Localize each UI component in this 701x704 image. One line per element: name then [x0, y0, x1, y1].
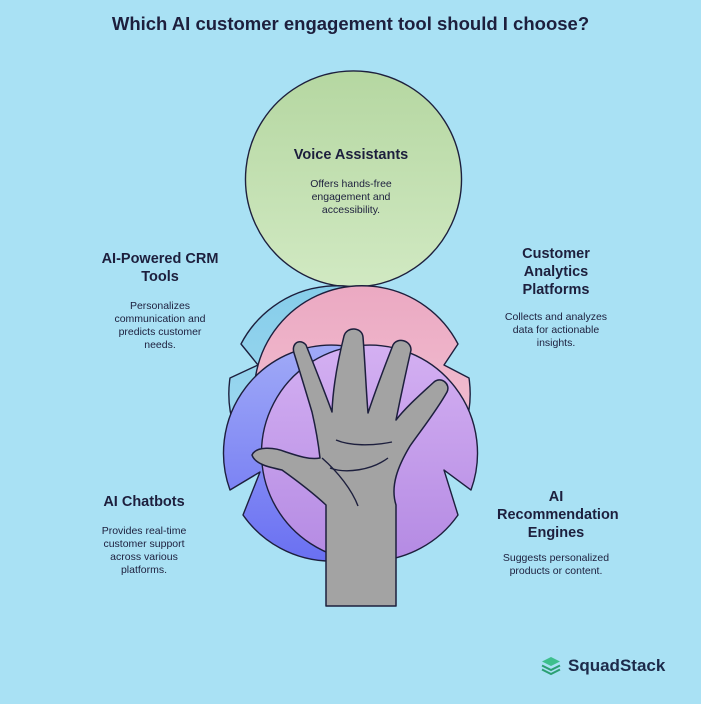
ai-chatbots-heading: AI Chatbots	[103, 494, 185, 510]
bubble-voice-assistants	[244, 70, 463, 312]
ai-powered-crm-text: AI-Powered CRM Tools Personalizes commun…	[78, 250, 242, 352]
ai-recommendation-text: AI Recommendation Engines Suggests perso…	[478, 488, 634, 578]
hand-icon	[251, 328, 449, 607]
customer-analytics-text: Customer Analytics Platforms Collects an…	[478, 245, 634, 350]
ai-recommendation-description: Suggests personalized products or conten…	[502, 552, 610, 577]
ai-chatbots-description: Provides real-time customer support acro…	[101, 525, 187, 576]
ai-chatbots-text: AI Chatbots Provides real-time customer …	[62, 493, 226, 577]
ai-powered-crm-heading: AI-Powered CRM Tools	[101, 251, 219, 285]
ai-powered-crm-description: Personalizes communication and predicts …	[114, 300, 206, 351]
customer-analytics-description: Collects and analyzes data for actionabl…	[504, 311, 608, 349]
brand-name: SquadStack	[568, 656, 666, 675]
squadstack-logo-icon	[541, 657, 561, 676]
brand-footer: SquadStack	[540, 654, 665, 678]
voice-assistants-text: Voice Assistants Offers hands-free engag…	[268, 146, 434, 217]
voice-assistants-heading: Voice Assistants	[293, 147, 409, 163]
diagram-title: Which AI customer engagement tool should…	[111, 13, 590, 34]
customer-analytics-heading: Customer Analytics Platforms	[522, 246, 590, 298]
ai-recommendation-heading: AI Recommendation Engines	[497, 489, 619, 541]
voice-assistants-description: Offers hands-free engagement and accessi…	[310, 178, 392, 216]
